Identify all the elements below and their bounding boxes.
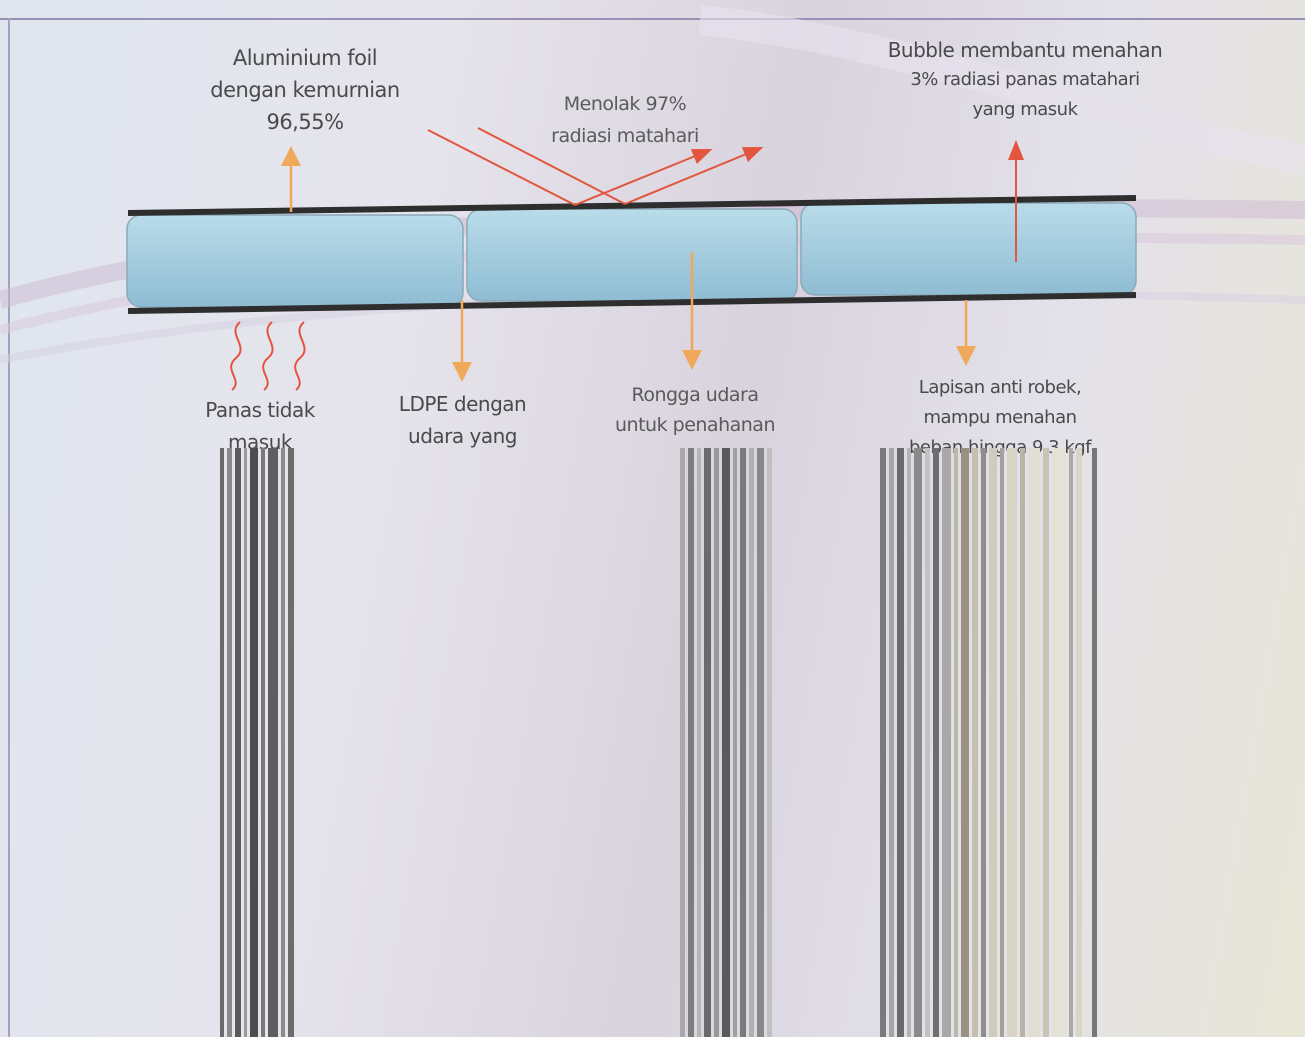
ldpe-label: LDPE dengan udara yang — [398, 392, 527, 448]
frame-border-left — [8, 18, 10, 1037]
aluminium-foil-label: Aluminium foil dengan kemurnian 96,55% — [210, 46, 400, 134]
heat-wave-1 — [230, 321, 242, 391]
bubble-label: Bubble membantu menahan 3% radiasi panas… — [887, 38, 1163, 120]
streak-artifact-middle — [680, 448, 780, 1037]
streak-artifact-right — [880, 448, 1105, 1037]
bottom-foil-line — [127, 292, 1137, 314]
reflect-radiation-label: Menolak 97% radiasi matahari — [551, 93, 699, 147]
incoming-ray-2 — [477, 127, 626, 205]
reflected-ray-2 — [624, 146, 764, 205]
frame-border-top — [0, 18, 1305, 20]
streak-artifact-left — [220, 448, 296, 1037]
air-cavity-label: Rongga udara untuk penahanan — [615, 384, 775, 436]
heat-wave-2 — [262, 321, 274, 391]
bubble-cell-1 — [126, 214, 464, 308]
incoming-ray-1 — [427, 129, 576, 206]
top-foil-line — [127, 195, 1137, 216]
bubble-cell-3 — [800, 202, 1137, 296]
heat-wave-3 — [294, 321, 306, 391]
bubble-cell-2 — [466, 208, 798, 302]
reflected-ray-1 — [574, 148, 713, 206]
